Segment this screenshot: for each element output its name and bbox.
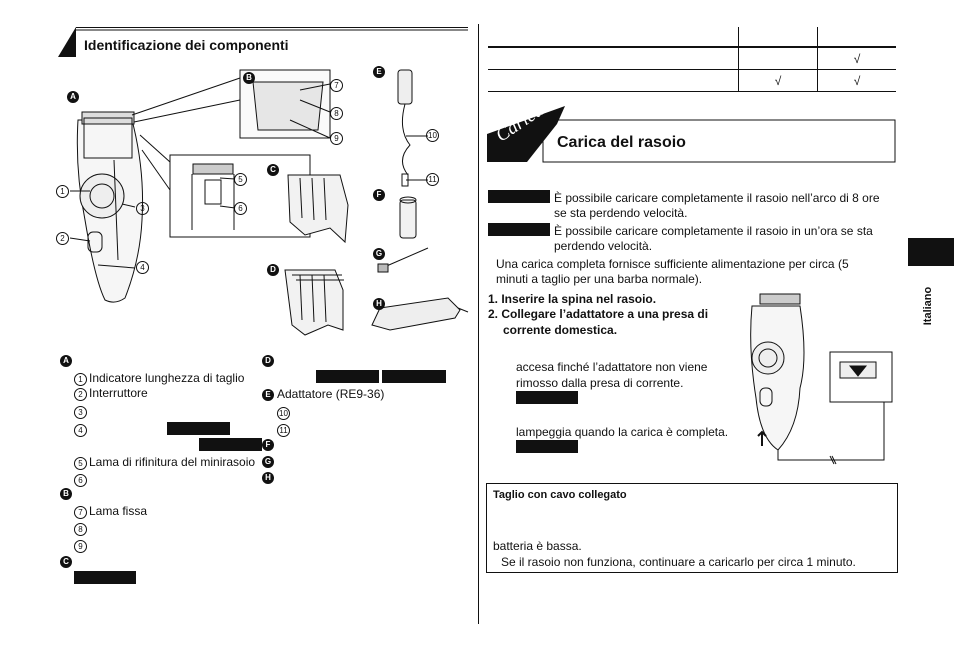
list-e-title: Adattatore (RE9-36) <box>277 387 384 402</box>
marker-h: H <box>262 472 274 484</box>
section-title: Identificazione dei componenti <box>84 37 289 53</box>
redacted-label <box>316 370 379 383</box>
redacted-label <box>167 422 230 435</box>
callout-1: 1 <box>56 185 69 198</box>
cord-box-line1: batteria è bassa. <box>493 539 582 554</box>
list-a-item6: 6 <box>74 472 89 487</box>
callout-7: 7 <box>330 79 343 92</box>
list-b-item9: 9 <box>74 538 89 553</box>
para-full-charge: Una carica completa fornisce sufficiente… <box>496 257 856 287</box>
step-1: 1. Inserire la spina nel rasoio. <box>488 292 656 307</box>
para-1-hour: È possibile caricare completamente il ra… <box>554 224 894 254</box>
components-illustration <box>60 60 480 350</box>
redacted-label <box>488 190 550 203</box>
list-b-item8: 8 <box>74 521 89 536</box>
callout-5: 5 <box>234 173 247 186</box>
marker-f-diagram: F <box>373 189 385 201</box>
list-e-item11: 11 <box>277 422 292 437</box>
marker-f: F <box>262 439 274 451</box>
marker-e-diagram: E <box>373 66 385 78</box>
callout-3: 3 <box>136 202 149 215</box>
redacted-label <box>516 391 578 404</box>
callout-9: 9 <box>330 132 343 145</box>
list-a-item4: 4 <box>74 422 89 437</box>
model-comparison-table: √ √√ <box>488 27 896 92</box>
cord-box-line2: Se il rasoio non funziona, continuare a … <box>501 555 856 570</box>
check-mark: √ <box>739 70 818 92</box>
check-mark: √ <box>818 47 897 70</box>
step-2-line2: corrente domestica. <box>503 323 617 338</box>
list-e-item10: 10 <box>277 405 292 420</box>
step-2-line1: 2. Collegare l’adattatore a una presa di <box>488 307 708 322</box>
callout-8: 8 <box>330 107 343 120</box>
callout-6: 6 <box>234 202 247 215</box>
note-lamp-on-1: accesa finché l’adattatore non viene <box>516 360 707 375</box>
redacted-label <box>488 223 550 236</box>
marker-c: C <box>60 556 72 568</box>
callout-4: 4 <box>136 261 149 274</box>
marker-g: G <box>262 456 274 468</box>
marker-b-diagram: B <box>243 72 255 84</box>
charging-illustration <box>738 288 898 478</box>
note-lamp-blink: lampeggia quando la carica è completa. <box>516 425 728 440</box>
para-8-hours: È possibile caricare completamente il ra… <box>554 191 894 221</box>
callout-10: 10 <box>426 129 439 142</box>
marker-d-diagram: D <box>267 264 279 276</box>
marker-a-diagram: A <box>67 91 79 103</box>
check-mark: √ <box>818 70 897 92</box>
redacted-label <box>382 370 446 383</box>
redacted-label <box>74 571 136 584</box>
marker-d: D <box>262 355 274 367</box>
marker-a: A <box>60 355 72 367</box>
marker-h-diagram: H <box>373 298 385 310</box>
redacted-label <box>199 438 262 451</box>
marker-c-diagram: C <box>267 164 279 176</box>
language-tab-marker <box>908 238 954 266</box>
column-divider <box>478 24 479 624</box>
marker-e: E <box>262 389 274 401</box>
language-tab-label: Italiano <box>922 276 934 336</box>
list-a-item3: 3 <box>74 404 89 419</box>
note-lamp-on-2: rimosso dalla presa di corrente. <box>516 376 683 391</box>
callout-11: 11 <box>426 173 439 186</box>
charging-title: Carica del rasoio <box>557 134 686 152</box>
cord-box-title: Taglio con cavo collegato <box>493 489 627 501</box>
marker-g-diagram: G <box>373 248 385 260</box>
marker-b: B <box>60 488 72 500</box>
callout-2: 2 <box>56 232 69 245</box>
charging-section-header <box>487 106 897 166</box>
redacted-label <box>516 440 578 453</box>
